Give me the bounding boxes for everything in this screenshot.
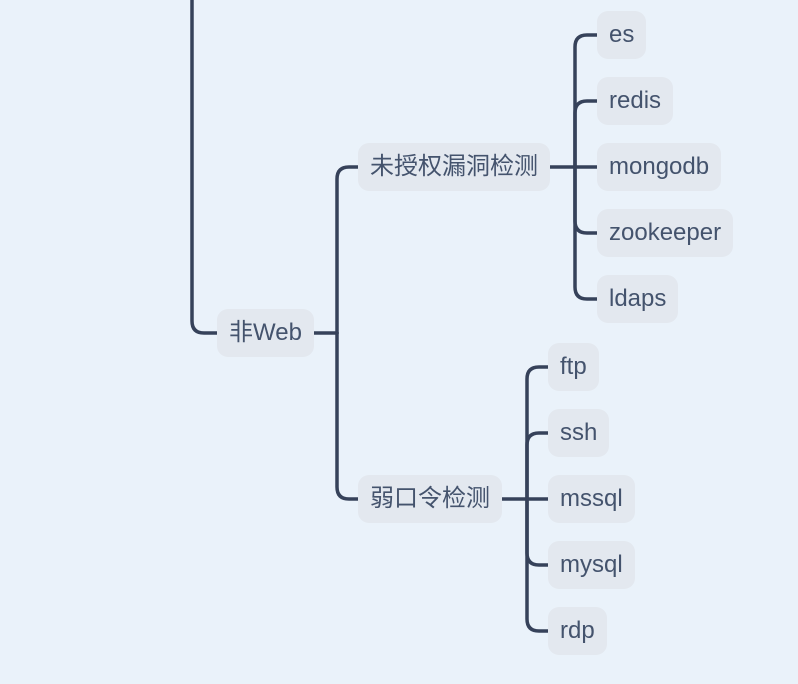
mindmap-node-mssql[interactable]: mssql xyxy=(548,475,635,523)
connector-unauth-es xyxy=(573,33,599,169)
mindmap-node-redis[interactable]: redis xyxy=(597,77,674,125)
mindmap-node-mongodb[interactable]: mongodb xyxy=(597,143,722,191)
mindmap-node-mysql[interactable]: mysql xyxy=(548,541,635,589)
mindmap-node-ftp[interactable]: ftp xyxy=(548,343,599,391)
connector-weakpwd-ssh xyxy=(525,431,550,501)
connector-weakpwd-rdp xyxy=(525,497,550,633)
connector-nonweb-weakpwd xyxy=(335,331,360,501)
mindmap-node-weak-password-detection[interactable]: 弱口令检测 xyxy=(358,475,502,523)
mindmap-node-nonweb[interactable]: 非Web xyxy=(217,309,314,357)
connector-unauth-redis xyxy=(573,99,599,169)
mindmap-node-es[interactable]: es xyxy=(597,11,647,59)
connector-weakpwd-ftp xyxy=(525,365,550,501)
mindmap-node-zookeeper[interactable]: zookeeper xyxy=(597,209,734,257)
mindmap-node-ldaps[interactable]: ldaps xyxy=(597,275,679,323)
connector-unauth-zookeeper xyxy=(573,165,599,235)
mindmap-node-ssh[interactable]: ssh xyxy=(548,409,610,457)
connector-nonweb-unauth xyxy=(335,165,360,335)
mindmap-node-rdp[interactable]: rdp xyxy=(548,607,607,655)
connector-weakpwd-mysql xyxy=(525,497,550,567)
mindmap-node-unauthorized-vuln-detection[interactable]: 未授权漏洞检测 xyxy=(358,143,550,191)
connector-parent-nonweb xyxy=(190,0,222,335)
connector-unauth-ldaps xyxy=(573,165,599,301)
